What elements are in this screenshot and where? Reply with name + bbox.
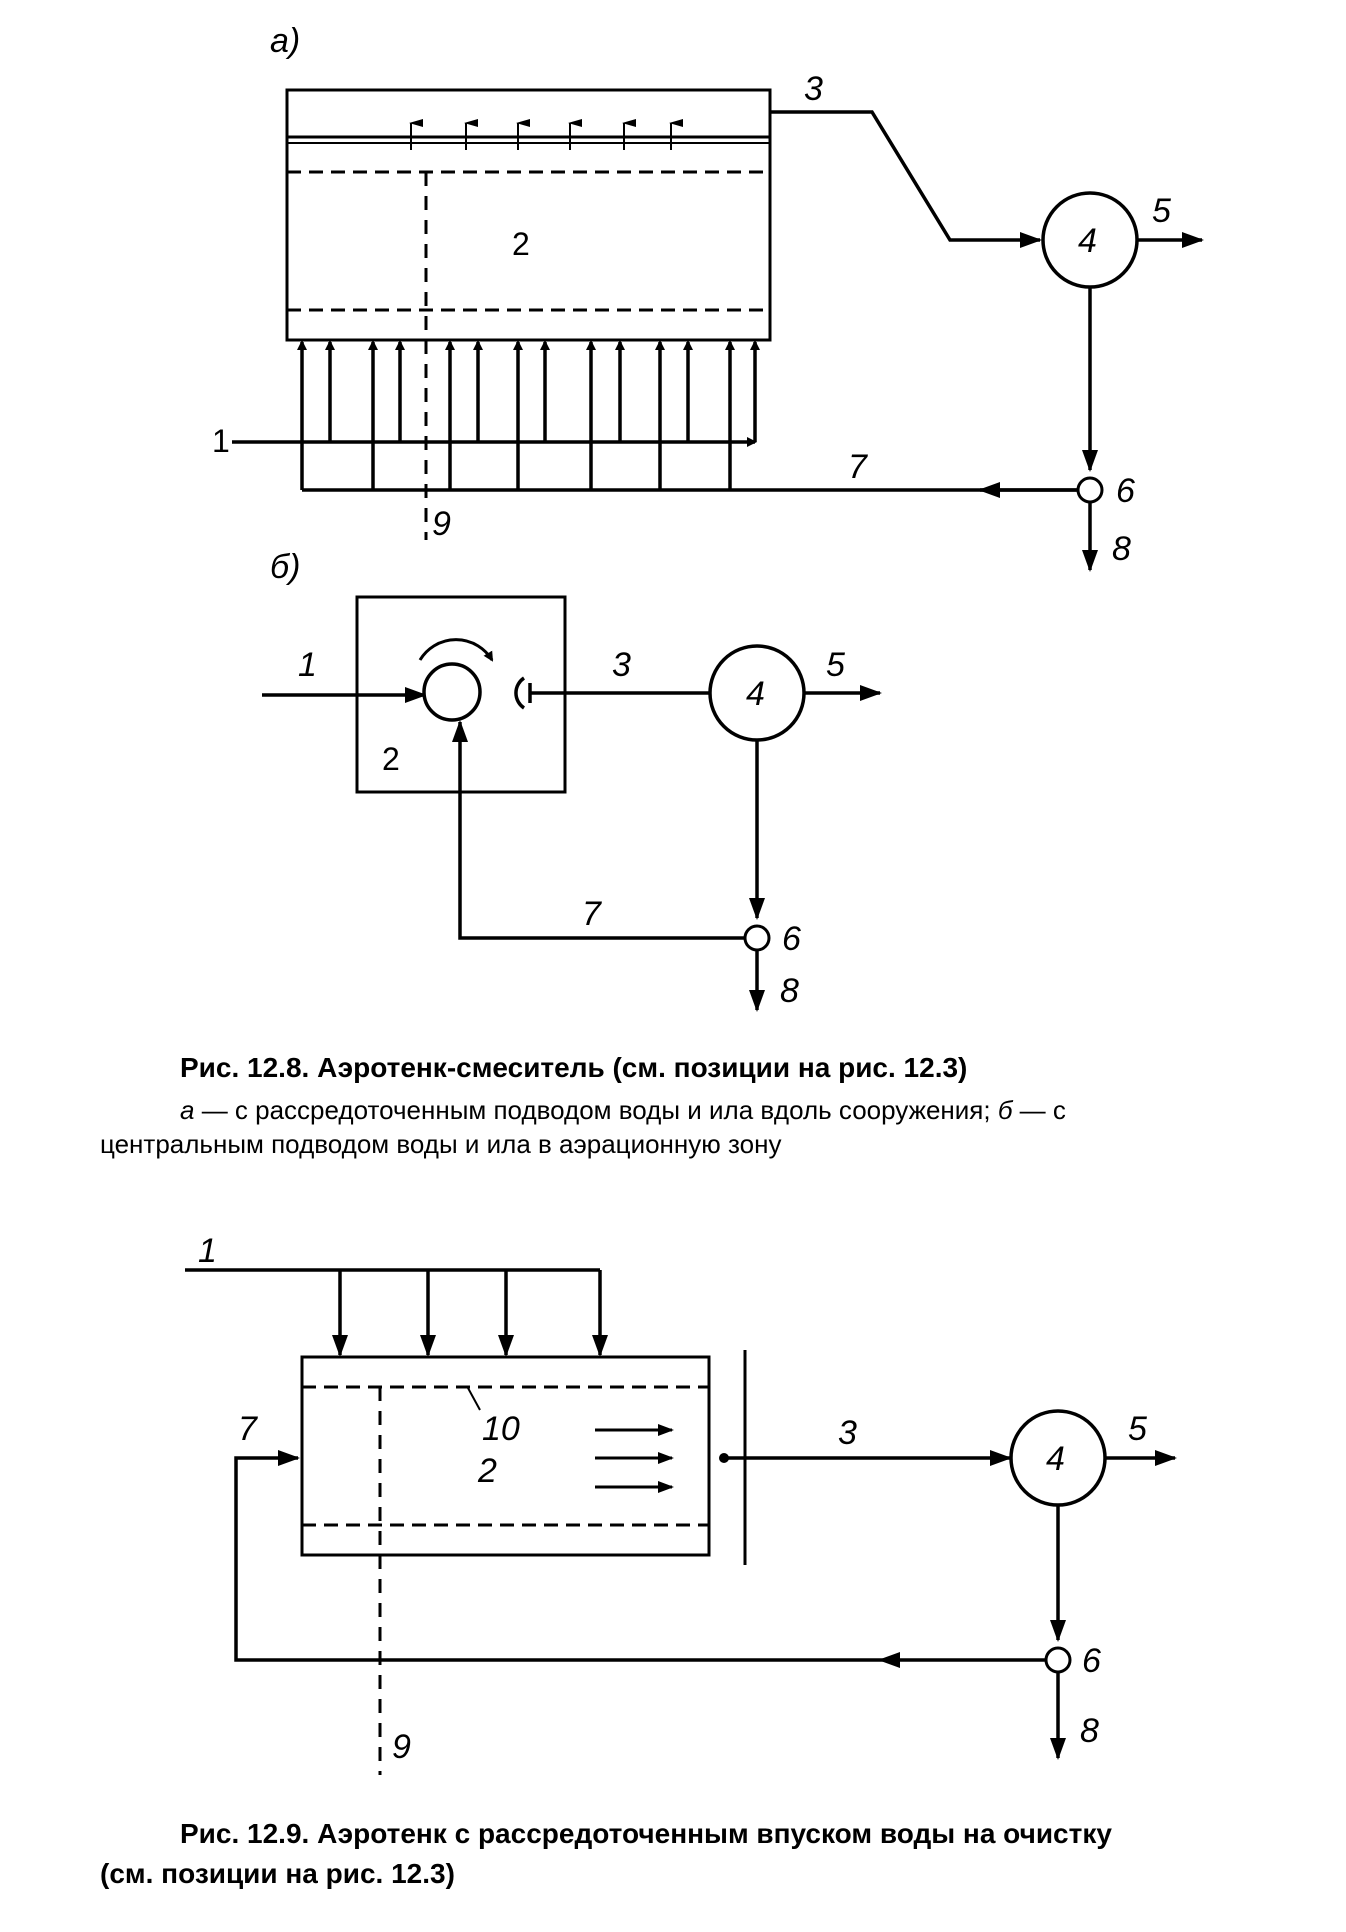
caption-12-9-line1: Рис. 12.9. Аэротенк с рассредоточенным в… (180, 1818, 1112, 1849)
caption-12-8-a: а (180, 1095, 195, 1125)
label-recycle-c: 7 (238, 1410, 258, 1448)
label-node-b: 6 (782, 920, 801, 958)
inflow-drops-c (332, 1270, 608, 1357)
recycle-pipe-c (234, 1450, 880, 1662)
surface-arrows (409, 119, 683, 150)
rotation-arrow-b (418, 638, 494, 662)
caption-12-8-line1: — с рассредоточенным подводом воды и ила… (194, 1095, 998, 1125)
recycle-pipe-b (452, 720, 745, 940)
label-air-c: 9 (392, 1728, 411, 1766)
label-tank-c: 2 (477, 1452, 497, 1490)
outflow-pipe-a (770, 110, 1042, 248)
panel-label-a: а) (270, 22, 300, 60)
aeration-tank-a (285, 88, 772, 540)
outlet-bracket-b (514, 676, 526, 710)
label-node-c: 6 (1082, 1642, 1101, 1680)
caption-12-8-title: Рис. 12.8. Аэротенк-смеситель (см. позиц… (180, 1052, 968, 1083)
distribution-pipes-a (232, 340, 1082, 492)
caption-12-8-line2: центральным подводом воды и ила в аэраци… (100, 1129, 782, 1159)
label-effluent-b: 5 (826, 646, 845, 684)
panel-label-b: б) (270, 548, 300, 586)
node-c (1044, 1646, 1072, 1674)
label-node-a: 6 (1116, 472, 1135, 510)
caption-12-8-line1-tail: — с (1012, 1095, 1066, 1125)
figure-12-8: а) 2 (212, 22, 1204, 1012)
label-effluent-c: 5 (1128, 1410, 1147, 1448)
center-mixer-b (422, 662, 482, 722)
caption-12-9-line2: (см. позиции на рис. 12.3) (100, 1858, 455, 1889)
node-b (743, 924, 771, 952)
label-waste-b: 8 (780, 972, 799, 1010)
node-a (1076, 476, 1104, 504)
figure-12-9: 1 10 2 3 4 5 6 8 7 9 (185, 1232, 1177, 1775)
label-inflow-a: 1 (212, 423, 230, 459)
aeration-tank-c (300, 1355, 711, 1775)
label-outflow-a: 3 (804, 70, 823, 108)
label-air-a: 9 (432, 505, 451, 543)
label-tank-a: 2 (512, 226, 530, 262)
label-tank-b: 2 (382, 741, 400, 777)
label-outflow-b: 3 (612, 646, 631, 684)
label-recycle-a: 7 (848, 448, 868, 486)
label-clarifier-a: 4 (1078, 222, 1097, 260)
label-waste-c: 8 (1080, 1712, 1099, 1750)
label-waste-a: 8 (1112, 530, 1131, 568)
label-recycle-b: 7 (582, 895, 602, 933)
label-inflow-b: 1 (298, 646, 317, 684)
label-zone-c: 10 (482, 1410, 520, 1448)
flow-arrows-c (595, 1424, 674, 1493)
caption-12-8-b: б (997, 1095, 1013, 1125)
label-outflow-c: 3 (838, 1414, 857, 1452)
label-clarifier-b: 4 (746, 675, 765, 713)
caption-12-8-desc: а — с рассредоточенным подводом воды и и… (100, 1093, 1310, 1161)
label-inflow-c: 1 (198, 1232, 217, 1270)
label-clarifier-c: 4 (1046, 1440, 1065, 1478)
label-effluent-a: 5 (1152, 192, 1171, 230)
